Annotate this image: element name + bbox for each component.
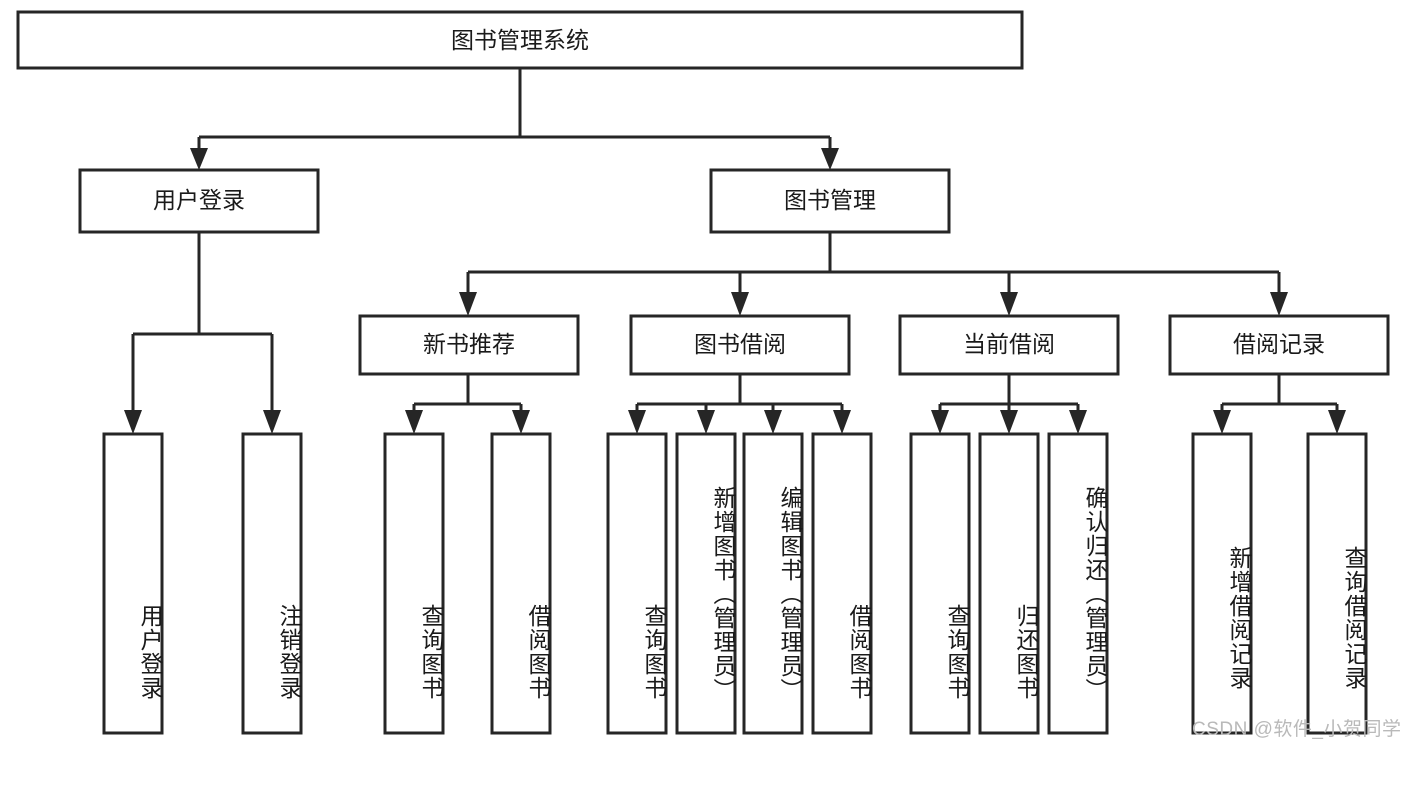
arrow-head-new-book: [459, 292, 477, 316]
arrow-head-bb-leaf-1: [628, 410, 646, 434]
arrow-head-bb-leaf-4: [833, 410, 851, 434]
arrow-head-nb-leaf-2: [512, 410, 530, 434]
book-management-system-diagram: 图书管理系统 用户登录 图书管理 新书推荐 图书借阅 当前借阅 借阅记录: [16, 10, 1402, 740]
arrow-head-borrow-record: [1270, 292, 1288, 316]
node-leaf-bb-query-book-box[interactable]: [606, 432, 668, 735]
node-leaf-cb-confirm-return-box[interactable]: [1047, 432, 1109, 735]
node-user-login-box[interactable]: [78, 168, 320, 234]
node-book-management-box[interactable]: [709, 168, 951, 234]
node-new-book-recommend-label: 新书推荐: [423, 331, 515, 357]
node-new-book-recommend-box[interactable]: [358, 314, 580, 376]
arrow-head-book-borrow: [731, 292, 749, 316]
arrow-head-cb-leaf-2: [1000, 410, 1018, 434]
node-root-box[interactable]: [16, 10, 1024, 70]
arrow-head-leaf-user-login: [124, 410, 142, 434]
node-leaf-bb-edit-book-box[interactable]: [742, 432, 804, 735]
node-current-borrow-label: 当前借阅: [963, 331, 1055, 357]
node-borrow-record-box[interactable]: [1168, 314, 1390, 376]
arrow-head-book-mgmt: [821, 148, 839, 170]
node-leaf-logout-box[interactable]: [241, 432, 303, 735]
node-user-login-label: 用户登录: [153, 187, 245, 213]
node-leaf-br-add-record-box[interactable]: [1191, 432, 1253, 735]
nodes-group: 图书管理系统 用户登录 图书管理 新书推荐 图书借阅 当前借阅 借阅记录: [16, 10, 1390, 735]
arrow-head-nb-leaf-1: [405, 410, 423, 434]
node-book-borrow-box[interactable]: [629, 314, 851, 376]
node-leaf-cb-query-book-box[interactable]: [909, 432, 971, 735]
node-leaf-br-query-record-box[interactable]: [1306, 432, 1368, 735]
diagram-canvas: 图书管理系统 用户登录 图书管理 新书推荐 图书借阅 当前借阅 借阅记录: [16, 10, 1390, 735]
arrow-head-cb-leaf-1: [931, 410, 949, 434]
node-leaf-bb-add-book-box[interactable]: [675, 432, 737, 735]
node-leaf-nb-borrow-book-box[interactable]: [490, 432, 552, 735]
arrow-head-bb-leaf-3: [764, 410, 782, 434]
node-book-management-label: 图书管理: [784, 187, 876, 213]
node-root-label: 图书管理系统: [451, 27, 589, 53]
node-book-borrow-label: 图书借阅: [694, 331, 786, 357]
connectors-group: [124, 68, 1346, 434]
node-borrow-record-label: 借阅记录: [1233, 331, 1325, 357]
arrow-head-cb-leaf-3: [1069, 410, 1087, 434]
node-leaf-cb-return-book-box[interactable]: [978, 432, 1040, 735]
arrow-head-leaf-logout: [263, 410, 281, 434]
node-leaf-user-login-box[interactable]: [102, 432, 164, 735]
node-leaf-bb-borrow-book-box[interactable]: [811, 432, 873, 735]
csdn-watermark: CSDN @软件_小贺同学: [1192, 719, 1402, 740]
node-current-borrow-box[interactable]: [898, 314, 1120, 376]
node-leaf-nb-query-book-box[interactable]: [383, 432, 445, 735]
arrow-head-br-leaf-1: [1213, 410, 1231, 434]
arrow-head-bb-leaf-2: [697, 410, 715, 434]
arrow-head-user-login: [190, 148, 208, 170]
arrow-head-br-leaf-2: [1328, 410, 1346, 434]
arrow-head-current-borrow: [1000, 292, 1018, 316]
